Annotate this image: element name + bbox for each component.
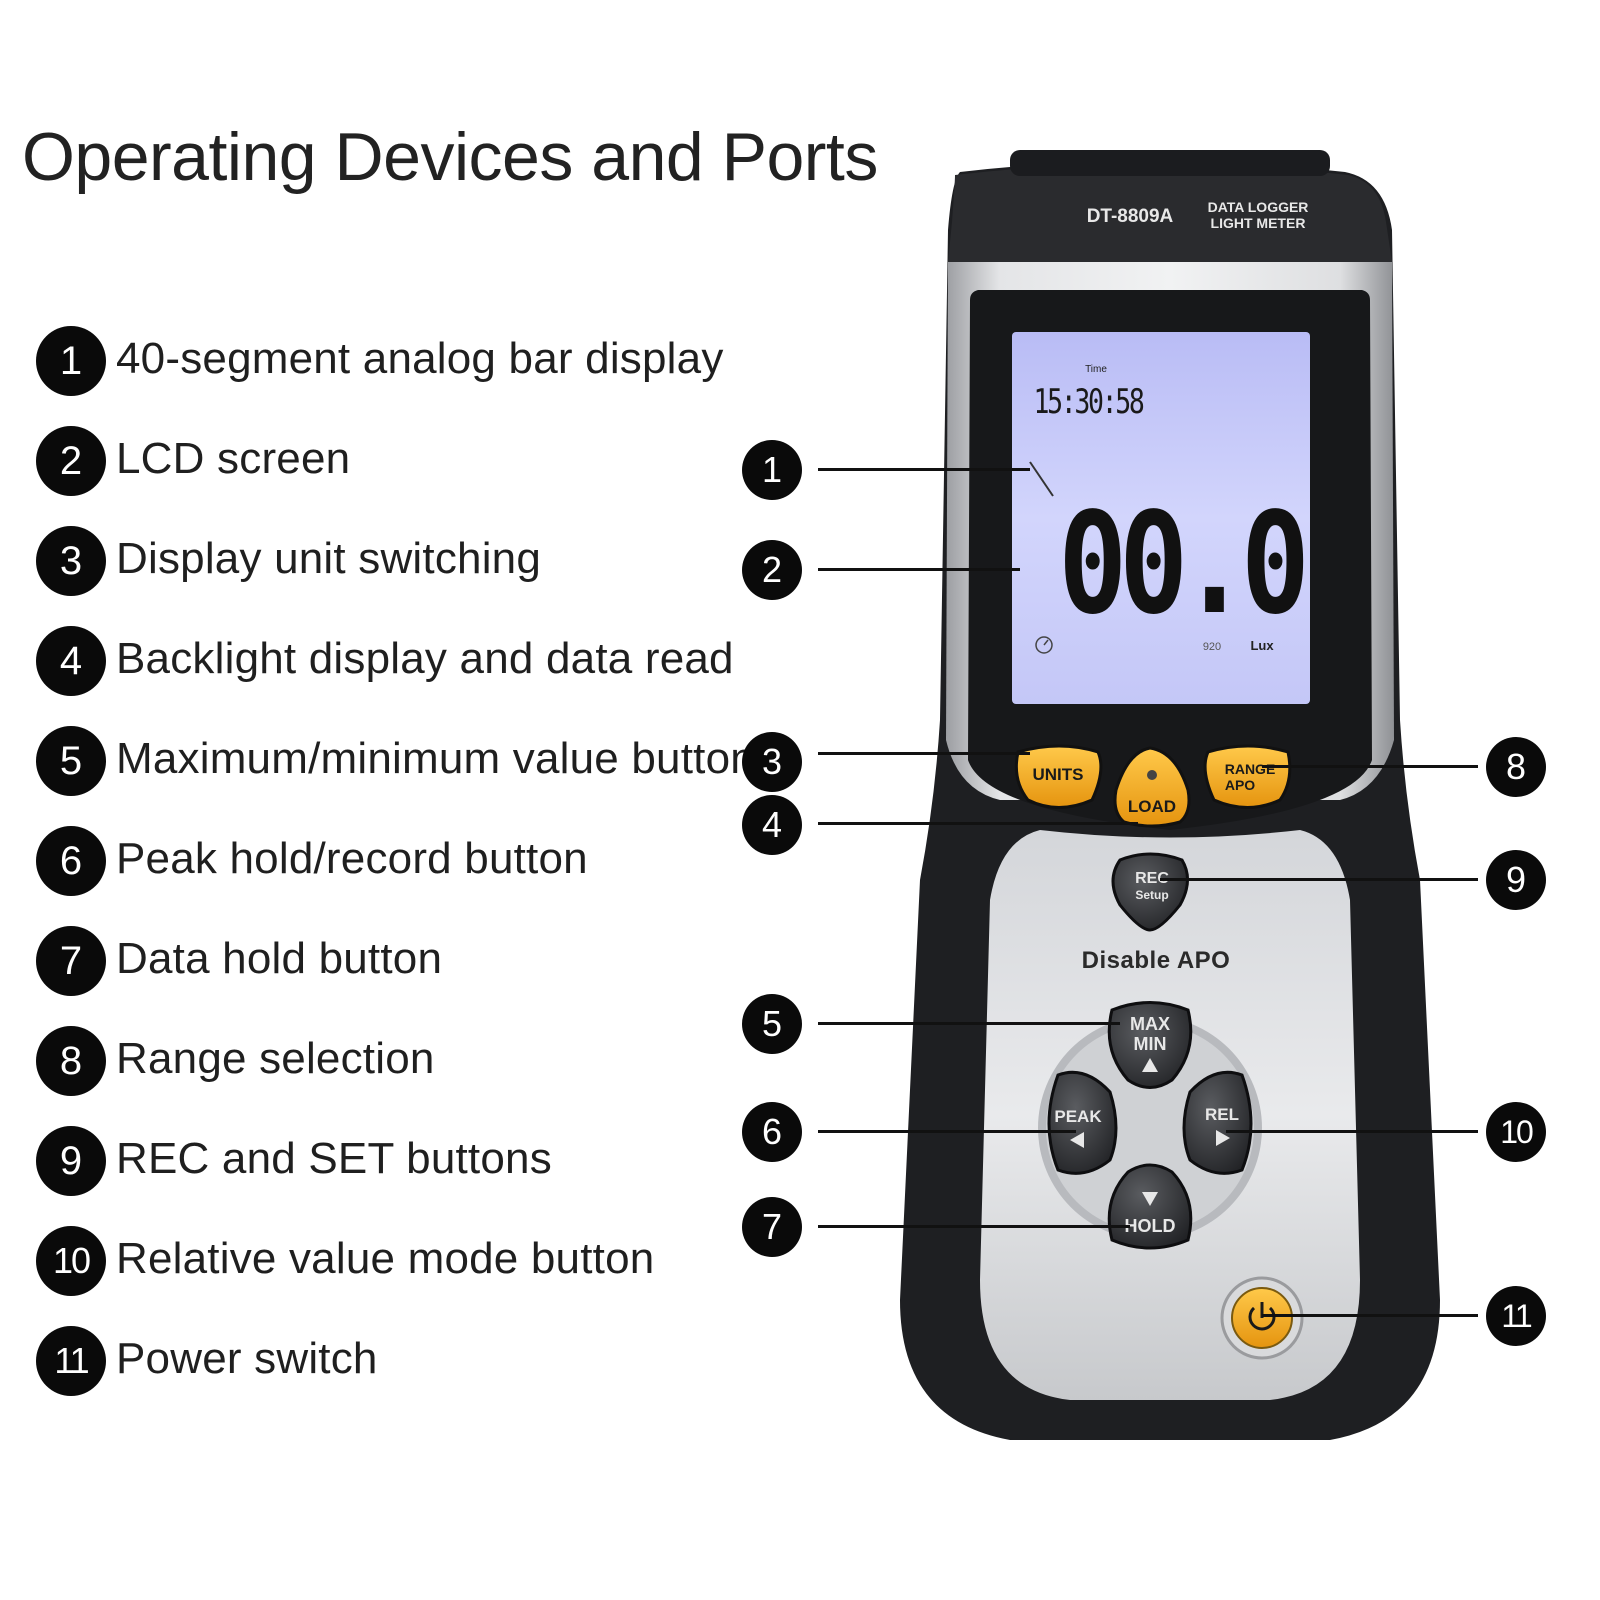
callout-4: 4 [742, 795, 802, 855]
number-badge: 7 [36, 926, 106, 996]
range-apo-button[interactable] [1203, 744, 1292, 809]
max-label: MAX [1130, 1014, 1170, 1034]
rel-label: REL [1205, 1105, 1239, 1124]
min-label: MIN [1134, 1034, 1167, 1054]
top-sensor-edge [1010, 150, 1330, 176]
peak-label: PEAK [1054, 1107, 1102, 1126]
disable-apo-label: Disable APO [1082, 947, 1231, 974]
legend-label: LCD screen [116, 434, 351, 483]
load-button-label: LOAD [1128, 797, 1176, 816]
range-button-label: RANGE [1225, 761, 1276, 777]
leader-line [818, 568, 1020, 571]
max-min-button[interactable] [1107, 1001, 1193, 1089]
callout-11: 11 [1486, 1286, 1546, 1346]
device-top-cap [948, 163, 1392, 262]
leader-line [1226, 1130, 1478, 1133]
number-badge: 4 [36, 626, 106, 696]
lcd-screen [1012, 332, 1310, 704]
legend-label: Relative value mode button [116, 1234, 655, 1283]
device-type-label: LIGHT METER [1211, 215, 1306, 231]
callout-2: 2 [742, 540, 802, 600]
page-title: Operating Devices and Ports [22, 119, 878, 195]
legend-label: Range selection [116, 1034, 435, 1083]
leader-line [818, 1022, 1120, 1025]
rec-label: REC [1135, 870, 1169, 887]
number-badge: 9 [36, 1126, 106, 1196]
leader-line [1160, 878, 1478, 881]
leader-line [1262, 1314, 1478, 1317]
callout-6: 6 [742, 1102, 802, 1162]
units-button-label: UNITS [1033, 765, 1084, 784]
peak-button[interactable] [1047, 1070, 1118, 1175]
rec-setup-button[interactable] [1111, 852, 1189, 932]
callout-5: 5 [742, 994, 802, 1054]
number-badge: 10 [36, 1226, 106, 1296]
clock-icon [1035, 636, 1053, 654]
legend-label: Data hold button [116, 934, 443, 983]
backlight-icon [1147, 770, 1157, 780]
callout-9: 9 [1486, 850, 1546, 910]
analog-bar-segment [1029, 461, 1054, 497]
load-button[interactable] [1113, 746, 1191, 828]
left-arrow-icon [1070, 1132, 1084, 1148]
leader-line [818, 1225, 1130, 1228]
clock-hand [1043, 639, 1049, 646]
callout-3: 3 [742, 732, 802, 792]
legend-label: Display unit switching [116, 534, 542, 583]
callout-1: 1 [742, 440, 802, 500]
leader-line [1262, 765, 1478, 768]
dpad-ring-inner [1046, 1024, 1254, 1232]
number-badge: 2 [36, 426, 106, 496]
lcd-reading: 00.0 [1058, 483, 1304, 646]
rel-button[interactable] [1182, 1070, 1253, 1175]
leader-line [818, 1130, 1076, 1133]
number-badge: 11 [36, 1326, 106, 1396]
legend-label: Backlight display and data read [116, 634, 734, 683]
lcd-unit: Lux [1250, 638, 1274, 653]
right-arrow-icon [1216, 1130, 1230, 1146]
number-badge: 6 [36, 826, 106, 896]
leader-line [818, 752, 1030, 755]
apo-button-label: APO [1225, 777, 1255, 793]
legend-label: 40-segment analog bar display [116, 334, 724, 383]
units-button[interactable] [1014, 744, 1103, 809]
callout-10: 10 [1486, 1102, 1546, 1162]
up-arrow-icon [1142, 1058, 1158, 1072]
legend-label: REC and SET buttons [116, 1134, 552, 1183]
number-badge: 5 [36, 726, 106, 796]
legend-label: Power switch [116, 1334, 378, 1383]
leader-line [818, 468, 1030, 471]
callout-7: 7 [742, 1197, 802, 1257]
device-type-label: DATA LOGGER [1208, 199, 1309, 215]
legend-label: Peak hold/record button [116, 834, 588, 883]
number-badge: 3 [36, 526, 106, 596]
down-arrow-icon [1142, 1192, 1158, 1206]
model-label: DT-8809A [1087, 206, 1174, 227]
lcd-time: 15:30:58 [1034, 383, 1144, 422]
leader-line [818, 822, 1138, 825]
setup-label: Setup [1135, 888, 1168, 902]
lcd-time-label: Time [1085, 364, 1107, 375]
legend-label: Maximum/minimum value button [116, 734, 755, 783]
callout-8: 8 [1486, 737, 1546, 797]
number-badge: 1 [36, 326, 106, 396]
number-badge: 8 [36, 1026, 106, 1096]
lcd-small-value: 920 [1203, 641, 1221, 653]
hold-label: HOLD [1125, 1216, 1176, 1236]
